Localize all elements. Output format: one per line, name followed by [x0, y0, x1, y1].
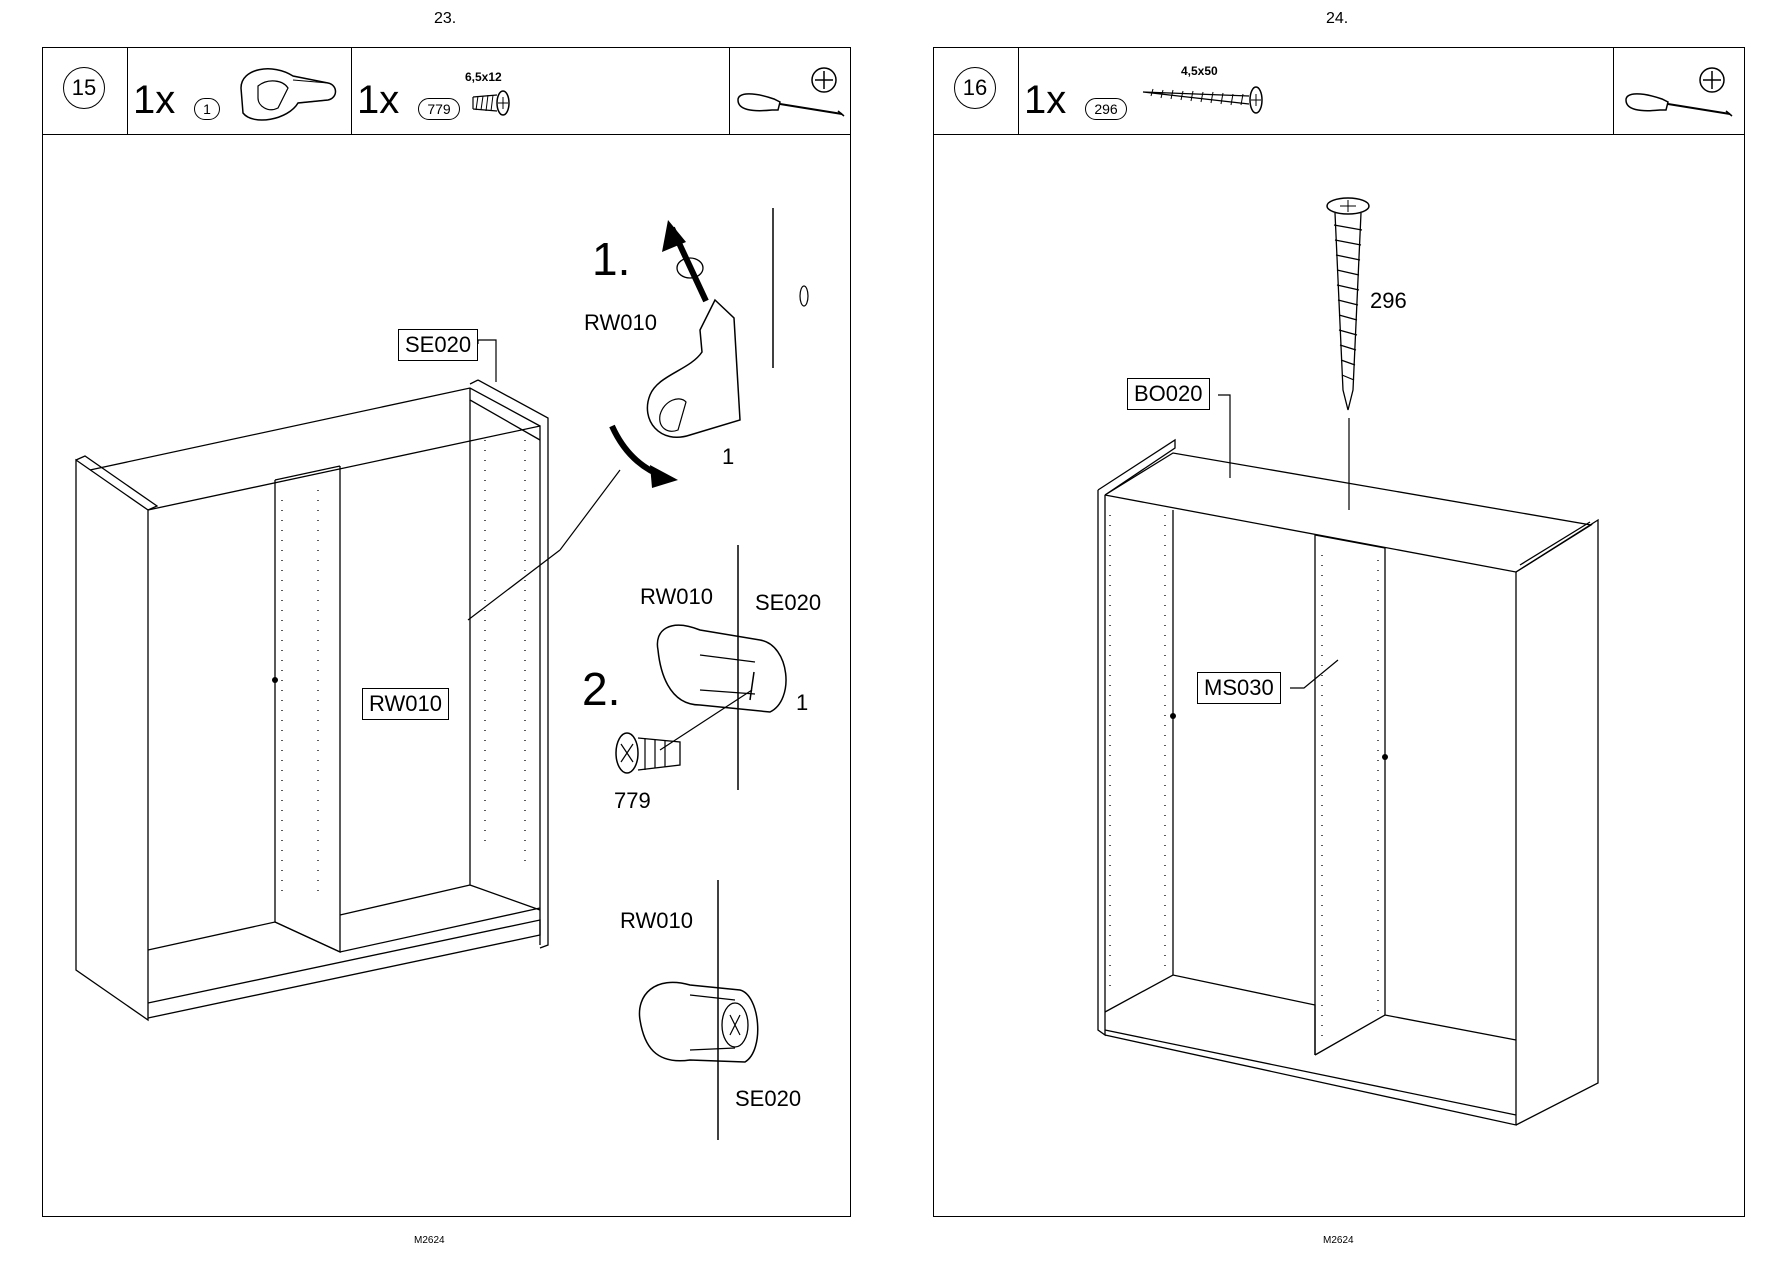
- step-number: 15: [63, 67, 105, 109]
- step-number: 16: [954, 67, 996, 109]
- page-number-right: 24.: [1326, 10, 1349, 27]
- footer-code-left: M2624: [414, 1235, 445, 1246]
- fitting-label-rw010: RW010: [620, 908, 693, 933]
- page-number-left: 23.: [434, 10, 457, 27]
- step-16-header: 16 1x 296 4,5x50: [934, 48, 1744, 135]
- screwdriver-icon: [737, 67, 845, 117]
- tool-cell: [1614, 48, 1744, 134]
- screw-size: 4,5x50: [1181, 64, 1218, 78]
- cam-fitting-icon: [240, 68, 337, 121]
- fitting-part-number: 1: [796, 690, 809, 715]
- step-number-cell: 15: [43, 48, 128, 134]
- screwdriver-icon: [1625, 67, 1733, 117]
- step-15-header: 15 1x 1 1x 779 6,5x12: [43, 48, 850, 135]
- label-bo020: BO020: [1127, 378, 1210, 410]
- short-screw-icon: [472, 90, 510, 116]
- part-number-badge: 1: [194, 98, 220, 120]
- footer-code-right: M2624: [1323, 1235, 1354, 1246]
- step-16-panel: 16 1x 296 4,5x50: [933, 47, 1745, 1217]
- part-cell-1: 1x 296 4,5x50: [1019, 48, 1614, 134]
- screw-size: 6,5x12: [465, 70, 502, 84]
- part-number-badge: 779: [418, 98, 460, 120]
- fitting-label-se020: SE020: [755, 590, 822, 615]
- part-cell-2: 1x 779 6,5x12: [352, 48, 730, 134]
- fitting-label-rw010: RW010: [584, 310, 657, 335]
- part-qty: 1x: [357, 78, 400, 122]
- step-2-marker: 2.: [582, 663, 621, 715]
- long-screw-icon: [1142, 86, 1263, 114]
- tool-cell: [730, 48, 850, 134]
- fitting-label-rw010: RW010: [640, 584, 713, 609]
- step-15-panel: 15 1x 1 1x 779 6,5x12: [42, 47, 851, 1217]
- part-qty: 1x: [133, 78, 176, 122]
- label-ms030: MS030: [1197, 672, 1281, 704]
- label-se020: SE020: [398, 329, 479, 361]
- fitting-label-se020: SE020: [735, 1086, 802, 1111]
- screw-part-number: 779: [614, 788, 651, 813]
- part-cell-1: 1x 1: [128, 48, 352, 134]
- fitting-part-number: 1: [722, 444, 735, 469]
- screw-part-number: 296: [1370, 288, 1407, 313]
- step-number-cell: 16: [934, 48, 1019, 134]
- part-number-badge: 296: [1085, 98, 1127, 120]
- part-qty: 1x: [1024, 78, 1067, 122]
- step-1-marker: 1.: [592, 233, 631, 285]
- label-rw010: RW010: [362, 688, 449, 720]
